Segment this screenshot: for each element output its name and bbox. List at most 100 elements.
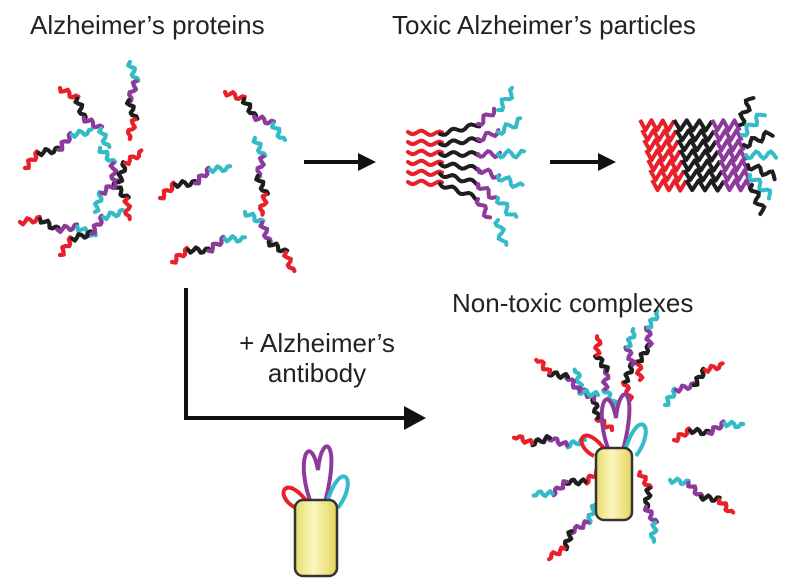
protein-segment [69, 127, 94, 139]
protein-segment [686, 480, 705, 498]
protein-segment [722, 178, 754, 193]
protein-segment [716, 497, 736, 515]
protein-segment [496, 85, 515, 112]
protein-segment [650, 178, 688, 193]
protein-segment [747, 173, 772, 201]
protein-segment [222, 89, 247, 101]
protein-segment [746, 163, 777, 182]
protein-segment [706, 419, 726, 436]
protein-segment [662, 386, 677, 408]
protein-segment [590, 397, 602, 421]
protein-segment [640, 128, 678, 143]
protein-segment [258, 192, 269, 217]
protein-segment [193, 165, 211, 186]
arrow-shaft [184, 288, 408, 420]
protein-segment [531, 489, 555, 499]
antibody [281, 444, 350, 578]
antibody-loop-purple [301, 444, 334, 507]
protein-segment [676, 138, 718, 153]
protein-segment [716, 148, 748, 163]
protein-segment [722, 419, 746, 430]
protein-segment [476, 148, 502, 160]
protein-segment [572, 367, 584, 390]
protein-segment [406, 148, 444, 158]
protein-segment [667, 476, 691, 486]
protein-segment [678, 148, 720, 163]
protein-segment [17, 214, 42, 227]
protein-segment [577, 388, 601, 399]
protein-segment [406, 168, 444, 178]
protein-segment [547, 370, 570, 380]
protein-segment [38, 216, 61, 231]
toxic-particle-small [406, 85, 526, 247]
protein-segment [644, 148, 682, 163]
protein-segment [206, 234, 226, 254]
protein-segment [56, 131, 73, 152]
protein-segment [737, 96, 756, 127]
free-proteins [17, 59, 297, 274]
label-alzheimers-proteins: Alzheimer’s proteins [30, 10, 265, 40]
protein-segment [494, 196, 519, 219]
protein-segment [564, 477, 588, 487]
protein-segment [57, 85, 81, 100]
protein-segment [406, 128, 444, 138]
protein-segment [570, 519, 591, 536]
protein-segment [674, 128, 716, 143]
label-non-toxic-complexes: Non-toxic complexes [452, 288, 694, 318]
protein-segment [742, 129, 775, 150]
protein-segment [252, 114, 276, 126]
protein-segment [282, 250, 297, 274]
protein-segment [476, 106, 497, 127]
protein-segment [740, 112, 767, 138]
protein-segment [643, 325, 654, 349]
label-antibody-line1: + Alzheimer’s [239, 328, 395, 358]
protein-segment [547, 545, 567, 562]
protein-segment [672, 118, 714, 133]
protein-segment [474, 197, 493, 220]
protein-segment [476, 167, 502, 180]
protein-segment [126, 59, 141, 83]
antibody-loop-red [579, 433, 610, 458]
protein-segment [562, 529, 574, 552]
protein-segment [623, 345, 637, 367]
protein-segment [57, 235, 73, 258]
protein-segment [564, 376, 583, 394]
protein-segment [122, 196, 132, 222]
protein-segment [169, 245, 189, 265]
protein-segment [673, 381, 696, 394]
protein-segment [682, 168, 724, 183]
protein-segment [255, 154, 266, 179]
protein-segment [266, 239, 290, 254]
protein-segment [92, 190, 104, 215]
protein-segment [258, 220, 273, 244]
protein-segment [646, 158, 684, 173]
protein-segment [99, 178, 120, 196]
protein-segment [710, 118, 742, 133]
protein-segment [636, 469, 654, 490]
protein-segment [493, 218, 509, 247]
protein-segment [625, 326, 637, 349]
protein-segment [73, 96, 88, 120]
protein-segment [127, 79, 139, 103]
protein-segment [642, 504, 660, 524]
protein-segment [270, 121, 288, 143]
protein-segment [586, 502, 598, 526]
arrow-head [598, 153, 616, 171]
protein-segment [643, 486, 653, 510]
protein-segment [671, 426, 691, 443]
antibody-loop-cyan [622, 422, 648, 458]
protein-segment [534, 357, 553, 376]
protein-segment [22, 149, 39, 171]
protein-segment [242, 209, 266, 224]
protein-segment [634, 359, 645, 383]
protein-segment [476, 128, 501, 143]
protein-segment [496, 174, 525, 190]
protein-segment [406, 178, 444, 188]
antibody-body [594, 446, 634, 522]
protein-segment [642, 138, 680, 153]
protein-segment [702, 361, 725, 374]
protein-segment [649, 520, 659, 544]
protein-segment [438, 172, 481, 188]
label-toxic-particles: Toxic Alzheimer’s particles [392, 10, 696, 40]
protein-segment [406, 138, 444, 148]
